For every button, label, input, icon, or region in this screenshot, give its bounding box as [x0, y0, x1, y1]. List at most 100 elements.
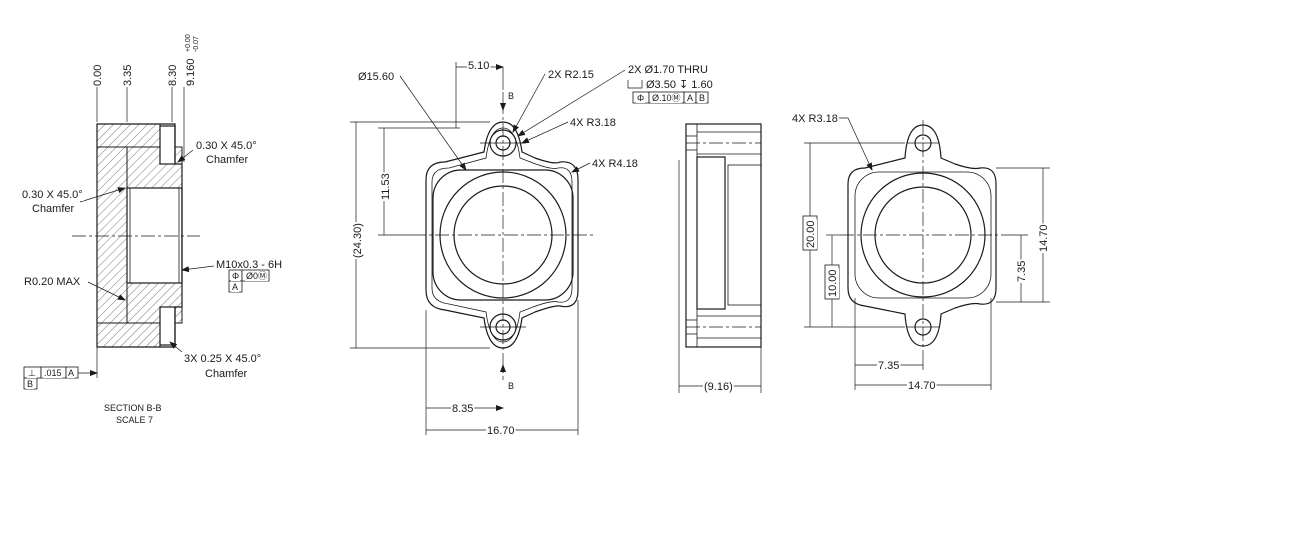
- label-knockout: [569, 117, 617, 129]
- thread-callout: M10x0.3 - 6H: [216, 259, 282, 271]
- section-hatch-bottom-bar: [96, 322, 161, 348]
- label-knockout: [352, 222, 364, 259]
- label-knockout: [791, 113, 839, 125]
- dim-11-53: 11.53: [380, 173, 392, 200]
- right-view: 4X R3.18 20.00 10.00 14.70 7.35 7.35 14.…: [791, 113, 1050, 392]
- chamfer-left-line1: 0.30 X 45.0°: [22, 189, 83, 201]
- thread-fcf-symbol: Φ: [232, 271, 239, 281]
- chamfer-bottom-line2: Chamfer: [205, 368, 248, 380]
- label-knockout: [467, 60, 491, 72]
- label-knockout: [686, 93, 695, 103]
- label-knockout: [31, 203, 76, 215]
- label-knockout: [185, 33, 192, 53]
- front-outline: [425, 121, 579, 349]
- section-hatch-left: [96, 146, 128, 324]
- label-knockout: [195, 140, 258, 152]
- dim-7-35-vertical: 7.35: [1016, 261, 1028, 282]
- label-knockout: [627, 64, 709, 76]
- section-title: SECTION B-B: [104, 403, 162, 413]
- hole-fcf-datum-b: B: [699, 93, 705, 103]
- tol-plus: +0.00: [185, 34, 192, 52]
- hole-callout-cbore: Ø3.50 ↧ 1.60: [646, 79, 713, 91]
- label-knockout: [591, 158, 639, 170]
- label-knockout: [231, 271, 241, 281]
- section-mark-bottom: B: [508, 381, 514, 391]
- label-knockout: [645, 79, 714, 91]
- label-knockout: [21, 189, 84, 201]
- section-view: 0.00 3.35 8.30 9.160 +0.00 -0.07 0.30 X …: [21, 33, 284, 425]
- front-view: B B Ø15.60 5.10 2X R2.15 2X Ø1.70 THRU Ø…: [350, 60, 714, 437]
- label-knockout: [907, 380, 937, 392]
- hole-fcf-tolerance: Ø.10Ⓜ: [652, 93, 681, 103]
- datum-b: B: [27, 379, 33, 389]
- label-knockout: [805, 219, 817, 249]
- perp-tolerance: .015: [44, 368, 62, 378]
- chamfer-top-line1: 0.30 X 45.0°: [196, 140, 257, 152]
- label-knockout: [92, 63, 104, 87]
- dim-8-35: 8.35: [452, 403, 473, 415]
- chamfer-top-line2: Chamfer: [206, 154, 249, 166]
- radius-max: R0.20 MAX: [24, 276, 81, 288]
- dim-14-70-vertical: 14.70: [1038, 224, 1050, 252]
- dim-7-35-horizontal: 7.35: [878, 360, 899, 372]
- label-knockout: [193, 34, 200, 53]
- dim-20-00: 20.00: [805, 220, 817, 248]
- label-knockout: [215, 259, 284, 271]
- dim-9-160: 9.160: [185, 58, 197, 86]
- label-knockout: [1038, 223, 1050, 253]
- label-knockout: [451, 403, 475, 415]
- thread-fcf-datum: A: [232, 282, 238, 292]
- dim-5-10: 5.10: [468, 60, 489, 72]
- label-knockout: [103, 403, 163, 413]
- label-knockout: [167, 63, 179, 87]
- radius-4x-4-18: 4X R4.18: [592, 158, 638, 170]
- label-knockout: [507, 91, 516, 101]
- label-knockout: [115, 415, 155, 425]
- dim-8-30: 8.30: [167, 65, 179, 86]
- perp-symbol: ⊥: [28, 368, 36, 378]
- section-hatch-top-bar: [96, 123, 161, 148]
- label-knockout: [507, 381, 516, 391]
- side-view: (9.16): [678, 123, 762, 393]
- thread-fcf-tolerance: Ø0Ⓜ: [246, 271, 267, 281]
- label-knockout: [357, 71, 396, 83]
- label-knockout: [67, 368, 76, 378]
- section-counterbore-top: [159, 125, 176, 165]
- hole-fcf-symbol: Φ: [637, 93, 644, 103]
- chamfer-left-line2: Chamfer: [32, 203, 75, 215]
- label-knockout: [183, 353, 263, 365]
- dim-24-30: (24.30): [352, 223, 364, 258]
- label-knockout: [1016, 259, 1028, 283]
- label-knockout: [27, 368, 37, 378]
- tol-minus: -0.07: [193, 36, 200, 52]
- label-knockout: [43, 368, 63, 378]
- section-counterbore-bottom: [159, 306, 176, 346]
- right-outline: [847, 124, 997, 347]
- section-scale: SCALE 7: [116, 415, 153, 425]
- label-knockout: [547, 69, 595, 81]
- label-knockout: [23, 276, 82, 288]
- label-knockout: [698, 93, 707, 103]
- side-boss: [696, 156, 726, 310]
- dim-16-70: 16.70: [487, 425, 515, 437]
- label-knockout: [636, 93, 646, 103]
- perp-datum: A: [68, 368, 74, 378]
- label-knockout: [827, 268, 839, 298]
- label-knockout: [204, 368, 249, 380]
- section-mark-top: B: [508, 91, 514, 101]
- dim-0: 0.00: [92, 65, 104, 86]
- label-knockout: [651, 93, 682, 103]
- chamfer-bottom-line1: 3X 0.25 X 45.0°: [184, 353, 261, 365]
- label-knockout: [380, 172, 392, 201]
- radius-4x-3-18-right: 4X R3.18: [792, 113, 838, 125]
- label-knockout: [185, 57, 197, 87]
- dim-9-16: (9.16): [704, 381, 733, 393]
- hole-fcf-datum-a: A: [687, 93, 693, 103]
- dia-15-60: Ø15.60: [358, 71, 394, 83]
- label-knockout: [703, 381, 734, 393]
- label-knockout: [26, 379, 35, 389]
- dim-14-70-horizontal: 14.70: [908, 380, 936, 392]
- label-knockout: [122, 63, 134, 87]
- dim-3-35: 3.35: [122, 65, 134, 86]
